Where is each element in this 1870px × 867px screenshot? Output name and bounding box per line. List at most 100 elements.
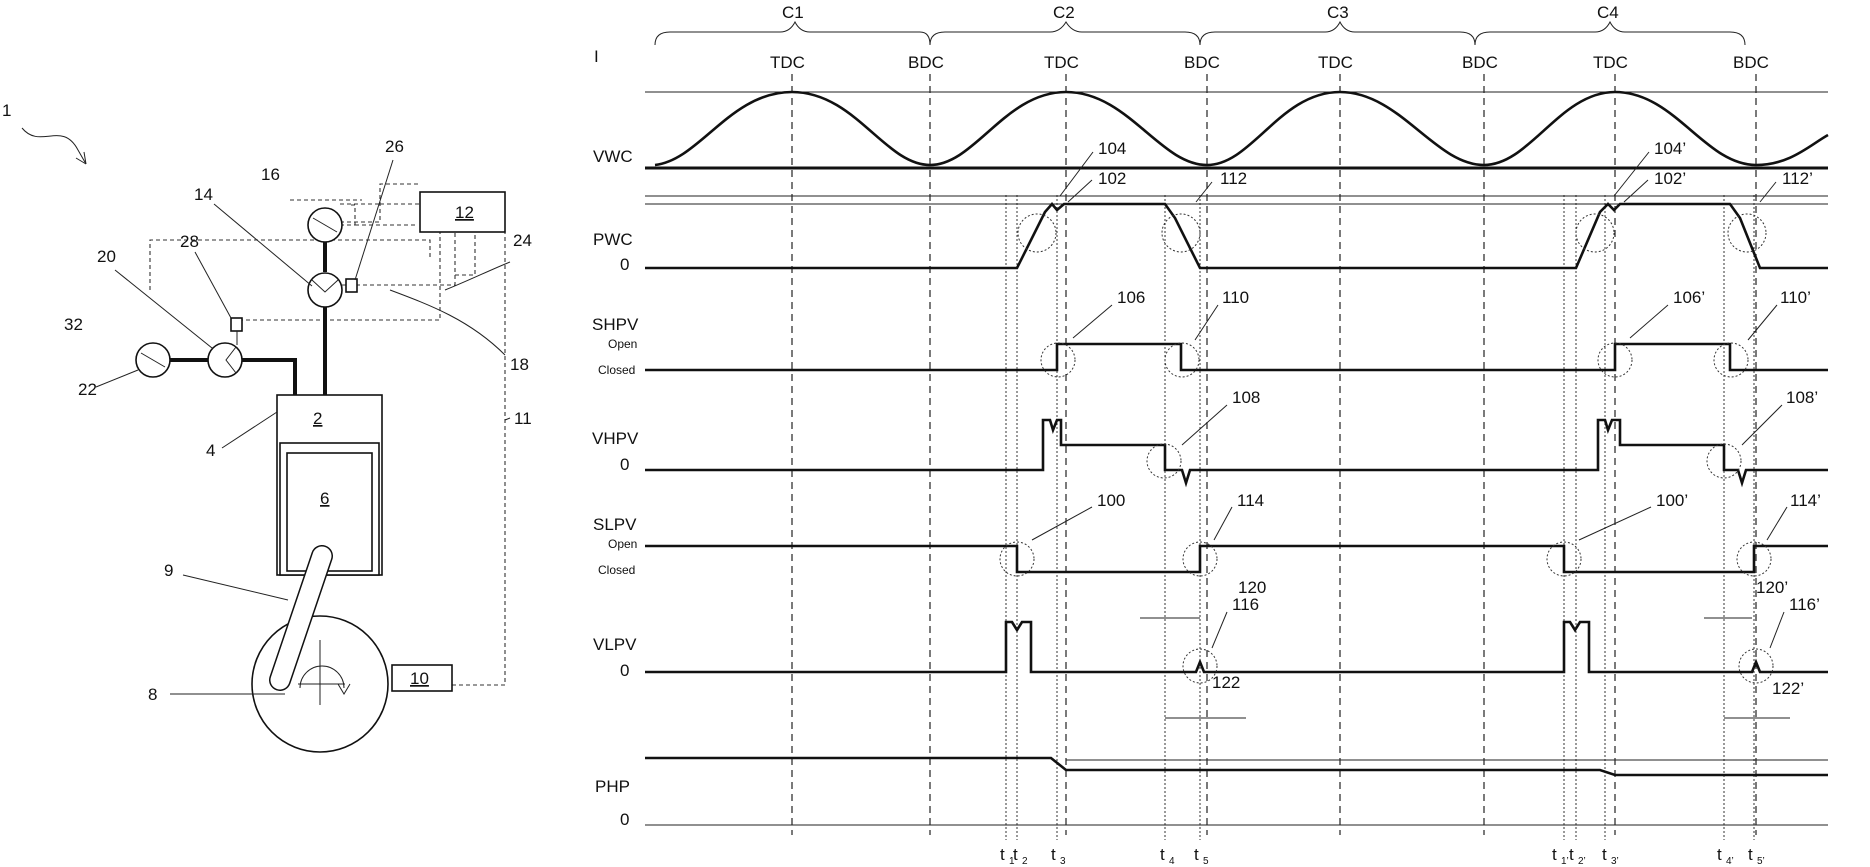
signal-label-slpv: SLPV [593, 515, 637, 534]
ref-label: 122’ [1772, 679, 1804, 698]
ref-label: 102 [1098, 169, 1126, 188]
ref-label: 122 [1212, 673, 1240, 692]
ref-label: 108 [1232, 388, 1260, 407]
svg-text:4: 4 [1169, 856, 1175, 867]
ref-controller: 12 [455, 203, 474, 222]
svg-text:t: t [1000, 845, 1005, 864]
cycle-label-c4: C4 [1597, 3, 1619, 22]
open-label: Open [608, 337, 637, 351]
svg-text:3’: 3’ [1611, 856, 1619, 867]
ref-lp-valve: 20 [97, 247, 116, 266]
dc-label: BDC [908, 53, 944, 72]
cycle-braces [655, 22, 1745, 45]
ref-label: 102’ [1654, 169, 1686, 188]
svg-text:3: 3 [1060, 856, 1066, 867]
dead-center-lines [792, 74, 1756, 835]
ref-label: 100 [1097, 491, 1125, 510]
dc-label: TDC [770, 53, 805, 72]
ref-cylinder: 4 [206, 441, 215, 460]
ref-label: 114’ [1790, 491, 1821, 510]
ref-hp-valve-leader [214, 204, 312, 286]
lp-pipe-right [242, 360, 295, 395]
svg-text:t: t [1569, 845, 1574, 864]
svg-text:t: t [1013, 845, 1018, 864]
zero-label: 0 [620, 455, 629, 474]
dc-label: BDC [1733, 53, 1769, 72]
lp-valve-actuator [231, 318, 242, 331]
closed-label: Closed [598, 563, 635, 577]
time-labels: t1 t2 t3 t4 t5 t1’ t2’ t3’ t4’ t5’ [1000, 845, 1765, 867]
ref-label: 120’ [1756, 578, 1788, 597]
signal-label-shpv: SHPV [592, 315, 639, 334]
ref-sensor: 10 [410, 669, 429, 688]
ref-label: 104’ [1654, 139, 1686, 158]
cycle-label-c3: C3 [1327, 3, 1349, 22]
ref-chamber: 2 [313, 409, 322, 428]
hp-valve [308, 273, 342, 307]
svg-text:1’: 1’ [1561, 856, 1569, 867]
highlight-circles [1000, 214, 1773, 683]
timing-diagram: C1 C2 C3 C4 I TDC BDC TDC BDC TDC BDC TD… [592, 3, 1828, 867]
zero-label: 0 [620, 255, 629, 274]
ref-label: 112 [1220, 169, 1247, 188]
svg-text:2: 2 [1022, 856, 1028, 867]
signal-label-php: PHP [595, 777, 630, 796]
svg-text:t: t [1602, 845, 1607, 864]
cycle-label-c2: C2 [1053, 3, 1075, 22]
dc-label: BDC [1184, 53, 1220, 72]
svg-text:2’: 2’ [1578, 856, 1586, 867]
svg-text:t: t [1552, 845, 1557, 864]
ref-hp-valve: 14 [194, 185, 213, 204]
ref-24: 24 [513, 231, 532, 250]
ref-label: 112’ [1782, 169, 1813, 188]
svg-text:t: t [1194, 845, 1199, 864]
svg-text:t: t [1748, 845, 1753, 864]
ref-26: 26 [385, 137, 404, 156]
svg-text:5’: 5’ [1757, 856, 1765, 867]
shpv-trace [645, 344, 1828, 370]
svg-text:t: t [1160, 845, 1165, 864]
ref-hp-source: 16 [261, 165, 280, 184]
svg-text:t: t [1051, 845, 1056, 864]
zero-label: 0 [620, 661, 629, 680]
ref-label: 116’ [1789, 595, 1820, 614]
top-marker: I [594, 47, 599, 66]
closed-label: Closed [598, 363, 635, 377]
pwc-trace [645, 204, 1828, 268]
signal-label-vlpv: VLPV [593, 635, 637, 654]
dc-label: TDC [1044, 53, 1079, 72]
dc-label: TDC [1318, 53, 1353, 72]
ref-line-11: 11 [514, 409, 532, 428]
ref-crankshaft: 8 [148, 685, 157, 704]
system-schematic: 1 12 16 14 26 [2, 101, 532, 752]
svg-text:4’: 4’ [1726, 856, 1734, 867]
dc-label: BDC [1462, 53, 1498, 72]
signal-label-vhpv: VHPV [592, 429, 639, 448]
ref-rod: 9 [164, 561, 173, 580]
php-trace [645, 758, 1828, 775]
ref-32: 32 [64, 315, 83, 334]
vwc-trace [655, 92, 1828, 165]
vlpv-trace [645, 622, 1828, 672]
svg-text:t: t [1717, 845, 1722, 864]
zero-label: 0 [620, 810, 629, 829]
signal-label-pwc: PWC [593, 230, 633, 249]
svg-text:5: 5 [1203, 856, 1209, 867]
ref-label: 108’ [1786, 388, 1818, 407]
ref-label: 110 [1222, 288, 1249, 307]
dc-label: TDC [1593, 53, 1628, 72]
ref-28: 28 [180, 232, 199, 251]
ref-label: 104 [1098, 139, 1126, 158]
ref-system: 1 [2, 101, 11, 120]
open-label: Open [608, 537, 637, 551]
ref-18: 18 [510, 355, 529, 374]
annotation-leaders [1032, 152, 1790, 718]
ref-label: 114 [1237, 491, 1264, 510]
ref-label: 106’ [1673, 288, 1705, 307]
ref-label: 110’ [1780, 288, 1811, 307]
ref-label: 116 [1232, 595, 1259, 614]
hp-valve-actuator [346, 279, 357, 292]
cycle-label-c1: C1 [782, 3, 804, 22]
vhpv-trace [645, 420, 1828, 483]
ref-piston: 6 [320, 489, 329, 508]
